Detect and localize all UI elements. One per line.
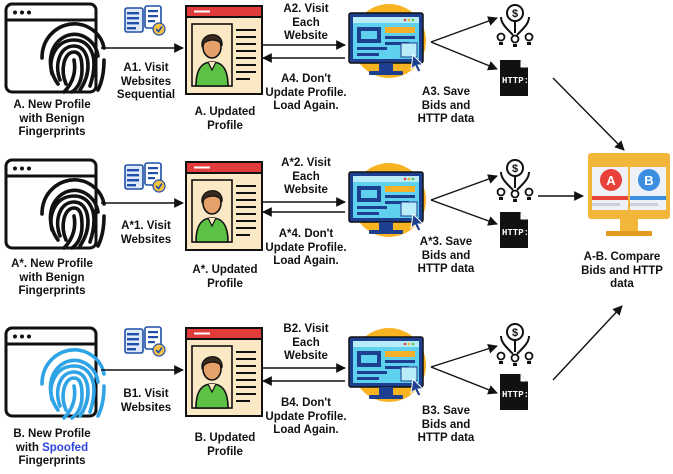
profile-label-line: with Spoofed [2, 442, 102, 456]
visit-label-line: A*1. Visit [121, 220, 171, 232]
reload-label: A*4. Don't Update Profile. Load Again. [260, 228, 352, 269]
user-profile-card-icon [185, 327, 263, 417]
visit-label-line: B1. Visit [123, 388, 169, 400]
save-line: Bids and [421, 249, 471, 262]
updated-label-line: A*. Updated [192, 264, 258, 276]
profile-label: B. New Profile with Spoofed Fingerprints [2, 428, 102, 469]
row-astar-arrows [101, 174, 584, 226]
save-label: A*3. Save Bids and HTTP data [404, 236, 488, 277]
visit-each-line: Website [284, 30, 328, 42]
profile-label-line: A. New Profile [13, 99, 91, 111]
visit-label-line: Sequential [116, 89, 176, 101]
http-icon-text: HTTP:// [502, 390, 540, 400]
reload-line: A*4. Don't [278, 228, 334, 240]
save-line: A*3. Save [419, 236, 473, 248]
updated-profile-label: B. Updated Profile [180, 432, 270, 459]
visit-each-line: Website [284, 184, 328, 196]
updated-label-line: Profile [207, 445, 243, 458]
visit-each-label: A2. Visit Each Website [262, 3, 350, 44]
compare-label: A-B. Compare Bids and HTTP data [573, 251, 671, 292]
reload-line: Load Again. [273, 100, 339, 112]
updated-label-line: A. Updated [194, 106, 256, 118]
visit-each-line: Each [292, 170, 320, 183]
save-label: A3. Save Bids and HTTP data [404, 86, 488, 127]
user-profile-card-icon [185, 5, 263, 95]
profile-label: A. New Profile with Benign Fingerprints [2, 99, 102, 140]
row-b-arrows [101, 305, 623, 395]
updated-profile-label: A*. Updated Profile [180, 264, 270, 291]
profile-label: A*. New Profile with Benign Fingerprints [2, 258, 102, 299]
spoofed-highlight: Spoofed [42, 441, 89, 454]
compare-label-line: data [610, 278, 634, 290]
profile-label-line: Fingerprints [18, 126, 86, 138]
visit-label-line: Websites [120, 75, 172, 88]
visit-label-line: Websites [120, 233, 172, 246]
reload-label: B4. Don't Update Profile. Load Again. [260, 397, 352, 438]
reload-line: Update Profile. [265, 410, 347, 423]
visit-each-line: B2. Visit [283, 323, 329, 335]
document-checklist-icon [124, 5, 166, 36]
visit-each-label: B2. Visit Each Website [262, 323, 350, 364]
save-line: Bids and [421, 99, 471, 112]
compare-label-line: Bids and HTTP [581, 264, 663, 277]
profile-label-line: B. New Profile [13, 428, 91, 440]
reload-line: Load Again. [273, 424, 339, 436]
document-checklist-icon [124, 326, 166, 357]
save-line: HTTP data [417, 113, 475, 125]
updated-profile-label: A. Updated Profile [180, 106, 270, 133]
document-checklist-icon [124, 162, 166, 193]
visit-each-line: A*2. Visit [281, 157, 331, 169]
reload-line: Load Again. [273, 255, 339, 267]
visit-label-line: Websites [120, 401, 172, 414]
profile-label-line: with Benign [19, 112, 85, 125]
http-icon-text: HTTP:// [502, 76, 540, 86]
monitor-website-icon [348, 327, 427, 403]
monitor-website-icon [348, 162, 427, 238]
save-line: HTTP data [417, 432, 475, 444]
visit-label-line: A1. Visit [123, 62, 169, 74]
save-label: B3. Save Bids and HTTP data [404, 405, 488, 446]
updated-label-line: Profile [207, 277, 243, 290]
save-line: Bids and [421, 418, 471, 431]
money-bid-icon [496, 159, 534, 203]
updated-label-line: Profile [207, 119, 243, 132]
compare-ab-monitor-icon: A B [588, 153, 670, 236]
visit-each-line: A2. Visit [283, 3, 329, 15]
updated-label-line: B. Updated [194, 432, 256, 444]
profile-label-line: Fingerprints [18, 455, 86, 467]
compare-label-line: A-B. Compare [583, 251, 661, 263]
reload-line: B4. Don't [280, 397, 331, 409]
user-profile-card-icon [185, 161, 263, 251]
save-line: HTTP data [417, 263, 475, 275]
visit-each-line: Website [284, 350, 328, 362]
visit-label: B1. Visit Websites [105, 388, 187, 415]
save-line: B3. Save [422, 405, 470, 417]
profile-label-line: with Benign [19, 271, 85, 284]
visit-each-line: Each [292, 16, 320, 29]
monitor-website-icon [348, 3, 427, 79]
reload-line: Update Profile. [265, 241, 347, 254]
visit-each-line: Each [292, 336, 320, 349]
reload-label: A4. Don't Update Profile. Load Again. [260, 73, 352, 114]
visit-label: A1. Visit Websites Sequential [105, 62, 187, 103]
visit-label: A*1. Visit Websites [105, 220, 187, 247]
save-line: A3. Save [422, 86, 470, 98]
reload-line: A4. Don't [280, 73, 331, 85]
row-a-arrows [101, 16, 625, 151]
http-icon-labels: HTTP:// HTTP:// HTTP:// [502, 76, 540, 400]
profile-label-line: A*. New Profile [11, 258, 93, 270]
money-bid-icon [496, 4, 534, 48]
http-icon-text: HTTP:// [502, 228, 540, 238]
profile-label-line: Fingerprints [18, 285, 86, 297]
compare-letter-a: A [606, 173, 616, 188]
compare-letter-b: B [644, 173, 653, 188]
money-bid-icon [496, 323, 534, 367]
profile-label-prefix: with [15, 441, 43, 454]
visit-each-label: A*2. Visit Each Website [262, 157, 350, 198]
reload-line: Update Profile. [265, 86, 347, 99]
